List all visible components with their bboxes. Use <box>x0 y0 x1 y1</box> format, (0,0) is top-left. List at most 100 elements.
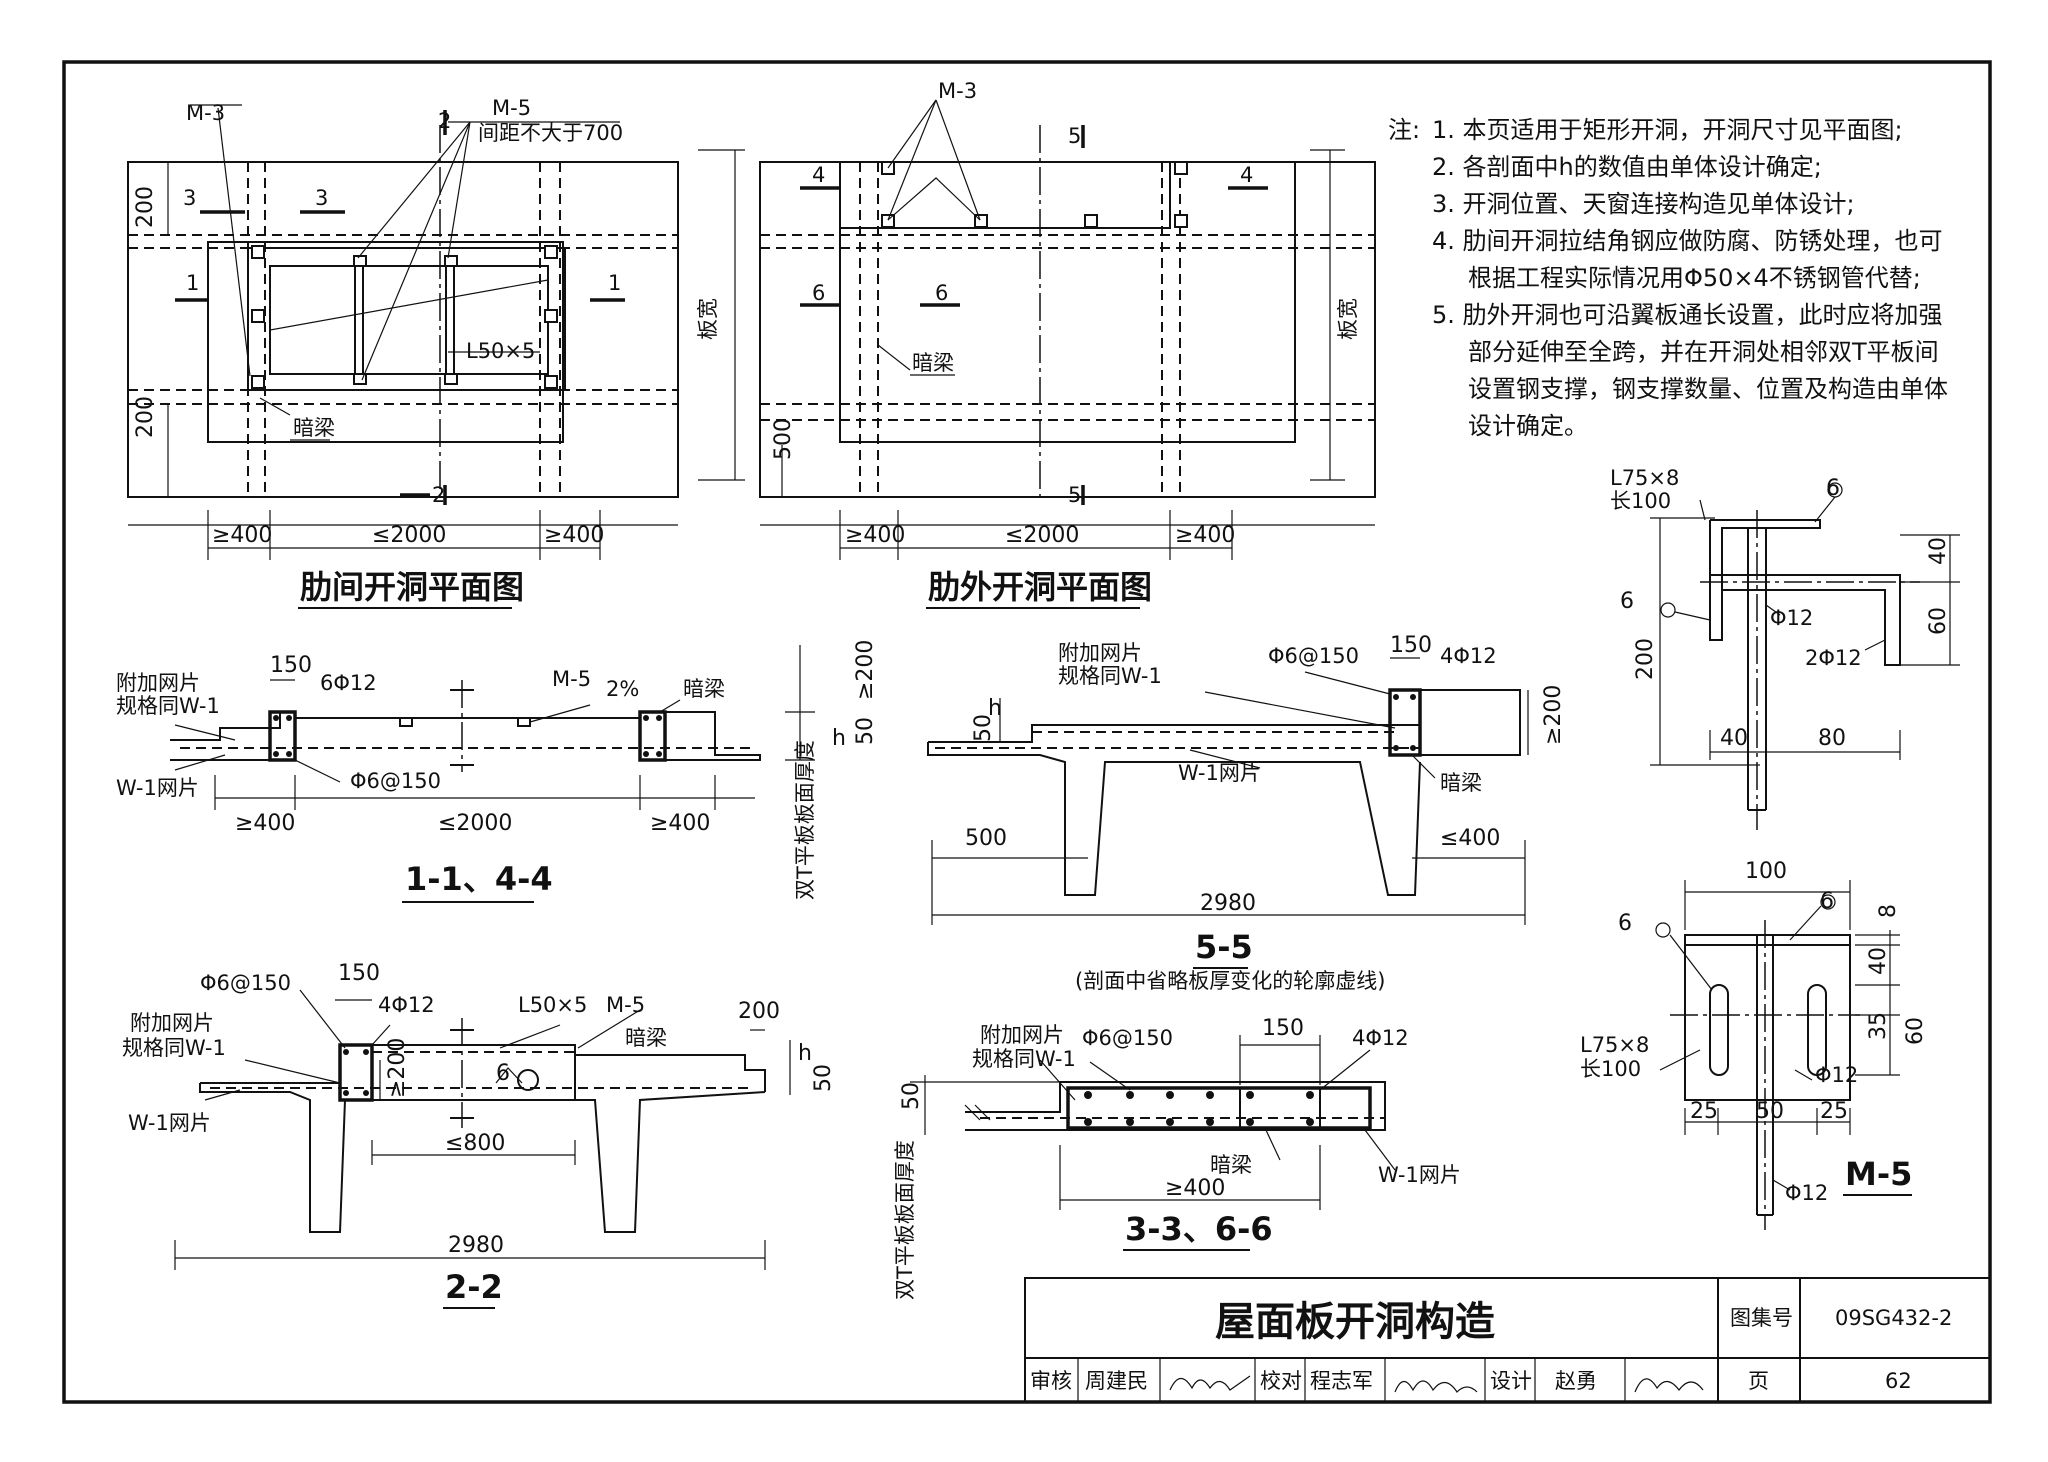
plan-rib-opening <box>127 104 745 560</box>
s22-w1: W-1网片 <box>128 1111 211 1135</box>
signature-cheng <box>1394 1380 1478 1393</box>
sheet-border <box>62 60 1992 1404</box>
note-line-3: 3. 开洞位置、天窗连接构造见单体设计; <box>1432 190 1855 218</box>
plan-rib-dim-left: ≥400 <box>212 523 272 548</box>
signature-zhou <box>1169 1375 1251 1391</box>
dt-w6a: 6 <box>1826 476 1840 501</box>
page-number: 62 <box>1885 1369 1912 1393</box>
s22-d200b: ≥200 <box>385 1038 410 1098</box>
s11-stirrup: Φ6@150 <box>350 769 441 793</box>
check-label: 校对 <box>1260 1369 1302 1393</box>
s55-d500: 500 <box>965 826 1007 851</box>
s11-anliang: 暗梁 <box>683 677 725 701</box>
s33-vertical-label: 双T平板板面厚度 <box>893 1140 917 1300</box>
s22-d800: ≤800 <box>445 1131 505 1156</box>
m5-w6b: 6 <box>1820 889 1834 914</box>
plan-rib-dim-200-bottom: 200 <box>133 396 158 438</box>
s22-title: 2-2 <box>445 1268 503 1306</box>
m5-d25a: 25 <box>1690 1099 1718 1124</box>
s33-d150: 150 <box>1262 1016 1304 1041</box>
plan-rib-angle-label: L50×5 <box>466 339 535 363</box>
plan-rib-section-3-left: 3 <box>183 186 196 210</box>
note-line-2: 2. 各剖面中h的数值由单体设计确定; <box>1432 153 1822 181</box>
dt-bar2: 2Φ12 <box>1805 646 1862 670</box>
detail-m5-drawing <box>1655 880 1900 1230</box>
plan-rib-section-1-right: 1 <box>608 271 621 295</box>
design-label: 设计 <box>1490 1369 1532 1393</box>
plan-out-title: 肋外开洞平面图 <box>928 568 1152 606</box>
s22-stirrup: Φ6@150 <box>200 971 291 995</box>
s55-title: 5-5 <box>1195 928 1253 966</box>
m5-l75: L75×8 <box>1580 1033 1649 1057</box>
plan-rib-board-width: 板宽 <box>696 298 720 340</box>
m5-d25b: 25 <box>1820 1099 1848 1124</box>
note-line-5: 5. 肋外开洞也可沿翼板通长设置，此时应将加强 <box>1432 301 1943 329</box>
review-label: 审核 <box>1030 1369 1072 1393</box>
m5-title: M-5 <box>1845 1155 1912 1193</box>
s11-title: 1-1、4-4 <box>405 860 553 898</box>
section-3-3-drawing <box>910 1035 1396 1210</box>
s55-d400: ≤400 <box>1440 826 1500 851</box>
notes-block: 注: 1. 本页适用于矩形开洞，开洞尺寸见平面图; 2. 各剖面中h的数值由单体… <box>1388 116 1948 440</box>
s11-slope: 2% <box>606 677 639 701</box>
s11-h: h <box>832 726 846 751</box>
s33-bar: 4Φ12 <box>1352 1026 1409 1050</box>
notes-head: 注: <box>1388 116 1420 144</box>
title-main: 屋面板开洞构造 <box>1215 1299 1495 1345</box>
plan-rib-dim-right: ≥400 <box>544 523 604 548</box>
plan-rib-dim-200-top: 200 <box>133 186 158 228</box>
dt-d80: 80 <box>1818 726 1846 751</box>
atlas-number: 09SG432-2 <box>1835 1306 1952 1330</box>
s22-fujia2: 规格同W-1 <box>122 1036 226 1060</box>
s33-d50: 50 <box>899 1082 924 1110</box>
plan-out-section-5-top: 5 <box>1068 124 1081 148</box>
m5-d35: 35 <box>1866 1012 1891 1040</box>
s22-d50: 50 <box>811 1064 836 1092</box>
plan-rib-section-2-top: 2 <box>438 109 451 133</box>
plan-out-section-6-mid: 6 <box>935 281 948 305</box>
plan-out-section-4-left: 4 <box>812 163 825 187</box>
s11-fujia2: 规格同W-1 <box>116 694 220 718</box>
plan-outer-opening <box>759 99 1376 560</box>
plan-out-board-width: 板宽 <box>1336 298 1360 340</box>
dt-w6b: 6 <box>1620 589 1634 614</box>
s11-dim-mid: ≤2000 <box>438 811 512 836</box>
plan-rib-section-2-bottom: 2 <box>432 483 445 507</box>
s11-m5: M-5 <box>552 667 591 691</box>
s33-stirrup: Φ6@150 <box>1082 1026 1173 1050</box>
plan-out-dim-500: 500 <box>771 418 796 460</box>
detail-angle-drawing <box>1650 482 1960 830</box>
s11-bar: 6Φ12 <box>320 671 377 695</box>
m5-d60: 60 <box>1903 1017 1928 1045</box>
dt-chang: 长100 <box>1610 489 1671 513</box>
dt-l75: L75×8 <box>1610 466 1679 490</box>
note-line-5d: 设计确定。 <box>1468 412 1588 440</box>
atlas-label: 图集号 <box>1730 1306 1793 1330</box>
s22-fujia1: 附加网片 <box>130 1011 214 1035</box>
s11-w1: W-1网片 <box>116 776 199 800</box>
s22-anliang: 暗梁 <box>625 1026 667 1050</box>
plan-out-anliang-label: 暗梁 <box>912 351 954 375</box>
signature-zhao <box>1634 1378 1704 1393</box>
s11-d150: 150 <box>270 653 312 678</box>
s11-fujia1: 附加网片 <box>116 671 200 695</box>
note-line-5b: 部分延伸至全跨，并在开洞处相邻双T平板间 <box>1468 338 1939 366</box>
s55-h: h <box>988 696 1002 721</box>
s55-d200: ≥200 <box>1541 685 1566 745</box>
section-1-1-drawing <box>170 645 815 810</box>
s22-d200a: 200 <box>738 999 780 1024</box>
m5-w6a: 6 <box>1618 911 1632 936</box>
plan-out-section-6-left: 6 <box>812 281 825 305</box>
s55-stirrup: Φ6@150 <box>1268 644 1359 668</box>
m5-d40: 40 <box>1866 947 1891 975</box>
s11-d200: ≥200 <box>853 640 878 700</box>
s22-bar: 4Φ12 <box>378 993 435 1017</box>
s22-weld: 6 <box>496 1061 510 1086</box>
plan-out-dim-left: ≥400 <box>845 523 905 548</box>
section-2-2-drawing <box>174 989 791 1270</box>
s11-dim-right: ≥400 <box>650 811 710 836</box>
s33-w1: W-1网片 <box>1378 1163 1461 1187</box>
s33-d400: ≥400 <box>1165 1176 1225 1201</box>
note-line-5c: 设置钢支撑，钢支撑数量、位置及构造由单体 <box>1468 375 1948 403</box>
note-line-4: 4. 肋间开洞拉结角钢应做防腐、防锈处理，也可 <box>1432 227 1943 255</box>
